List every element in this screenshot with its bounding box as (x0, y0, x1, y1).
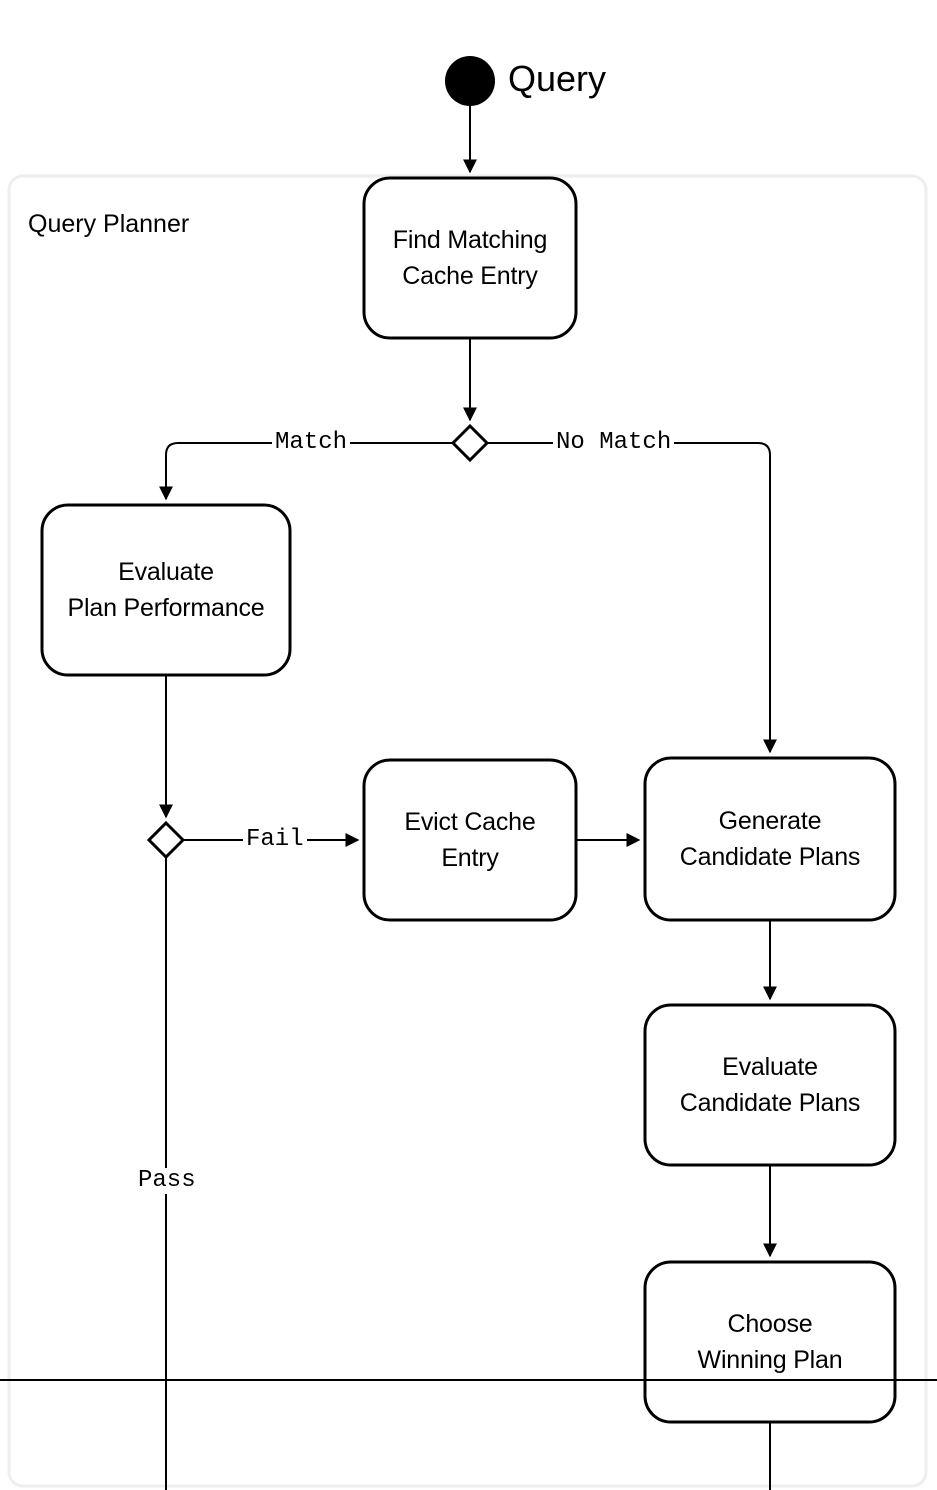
node-evaluate-plan-performance (40, 503, 292, 677)
start-node-label: Query (508, 58, 607, 99)
edge-label-pass: Pass (135, 1168, 199, 1194)
start-marker-icon (445, 56, 495, 106)
node-generate-candidate-plans (643, 756, 897, 922)
decision-cache-match-icon (450, 423, 490, 463)
edge-no-match-branch (487, 442, 777, 754)
edge-label-fail: Fail (243, 827, 307, 853)
query-planner-group-border (7, 174, 928, 1488)
node-choose-winning-plan (643, 1260, 897, 1424)
edge-label-match: Match (272, 430, 351, 456)
node-evict-cache-entry (362, 758, 578, 922)
node-evaluate-candidate-plans (643, 1003, 897, 1167)
decision-plan-performance-icon (146, 820, 186, 860)
edge-match-branch (159, 442, 453, 501)
node-find-matching-cache-entry (362, 176, 578, 340)
edge-label-no-match: No Match (553, 430, 675, 456)
query-planner-group-label: Query Planner (28, 210, 190, 238)
